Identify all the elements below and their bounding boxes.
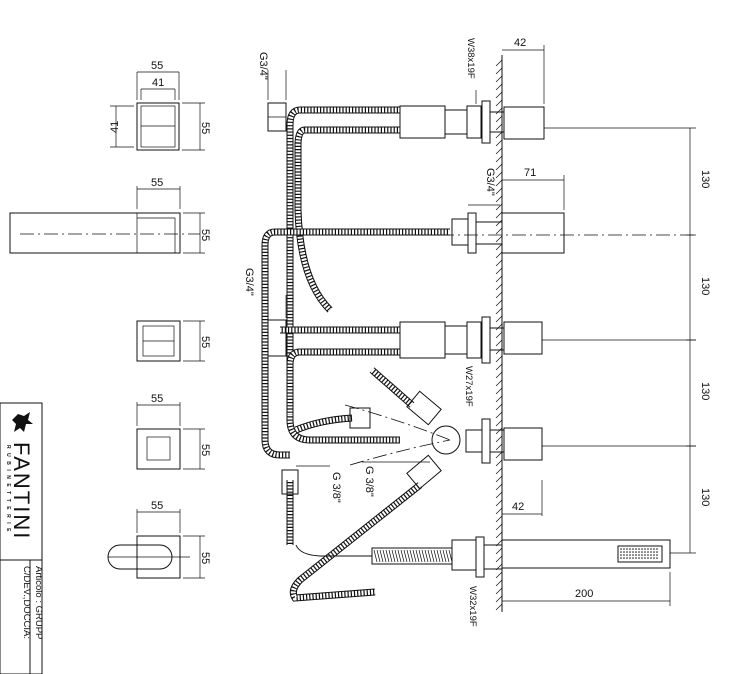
article-line-2: C/DEV.,DOCCIA: [21, 566, 32, 639]
callout-nut-top: W38x19F [465, 38, 476, 79]
dim-offset-spout: 71 [524, 167, 536, 179]
callout-thread-diverter-a: G 3/8" [330, 472, 342, 503]
dim-top-view-side: 41 [109, 121, 121, 133]
dim-top-view-height: 55 [199, 122, 211, 134]
article-line-1: Articolo : GRUPP [33, 566, 44, 639]
handshower [371, 536, 696, 578]
dim-offset-top: 42 [514, 37, 526, 49]
wall [495, 55, 503, 612]
view-5-handle: 55 55 [107, 500, 211, 579]
callout-thread-spout: G3/4" [484, 168, 496, 196]
dim-top-view-inner: 41 [152, 77, 164, 89]
dim-view-3-height: 55 [199, 336, 211, 348]
right-dimensions: 130 130 130 130 [686, 128, 711, 553]
dim-spacing-2: 130 [699, 277, 711, 295]
valve-middle [267, 316, 696, 364]
callout-nut-diverter: W27x19F [463, 366, 474, 407]
dim-side-view-height: 55 [199, 229, 211, 241]
dim-view-5-width: 55 [151, 500, 163, 512]
wall-offset-dimensions: 42 71 42 200 [502, 37, 671, 606]
dim-spacing-1: 130 [699, 170, 711, 188]
side-view-spout: 55 55 [9, 177, 211, 254]
dim-view-5-height: 55 [199, 552, 211, 564]
callout-nut-handshower: W32x19F [467, 586, 478, 627]
hoses [261, 106, 451, 602]
callout-thread-middle: G3/4" [243, 268, 255, 296]
callout-thread-top: G3/4" [257, 52, 269, 80]
callout-thread-diverter-b: G 3/8" [363, 466, 375, 497]
dim-view-4-width: 55 [151, 393, 163, 405]
brand-name: FANTINI [9, 442, 34, 540]
dim-spacing-4: 130 [699, 488, 711, 506]
dim-view-4-height: 55 [199, 444, 211, 456]
dim-top-view-outer: 55 [151, 60, 163, 72]
dim-handshower-length: 200 [575, 588, 593, 600]
view-3-plate: 55 [136, 320, 211, 362]
valve-top [267, 100, 696, 144]
callouts: G3/4" G3/4" G3/4" G 3/8" G 3/8" W38x19F … [243, 38, 500, 627]
view-4-plate: 55 55 [136, 393, 211, 470]
horse-logo-icon [12, 412, 33, 432]
diverter [281, 390, 696, 495]
dim-side-view-width: 55 [151, 177, 163, 189]
title-block: FANTINI RUBINETTERIE Articolo : GRUPP C/… [0, 402, 44, 674]
brand-sub: RUBINETTERIE [5, 445, 11, 536]
dim-offset-lower: 42 [512, 501, 524, 513]
top-view-1: 55 41 41 55 [109, 60, 211, 151]
spout [440, 212, 696, 254]
dim-spacing-3: 130 [699, 382, 711, 400]
